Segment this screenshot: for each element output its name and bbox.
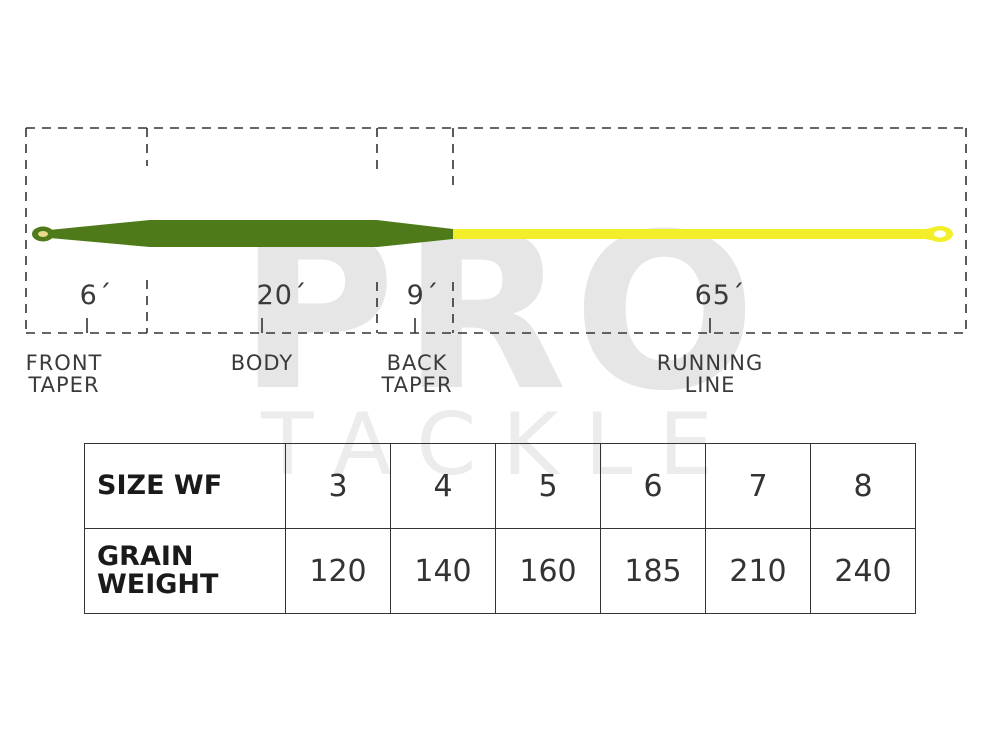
- table-cell: 160: [495, 528, 601, 614]
- label-back-taper: BACK TAPER: [381, 352, 452, 396]
- table-cell: 8: [810, 443, 916, 529]
- fly-line-taper-diagram: [25, 127, 967, 334]
- row-header-grain-line2: WEIGHT: [97, 569, 219, 600]
- table-cell: 6: [600, 443, 706, 529]
- table-cell: 140: [390, 528, 496, 614]
- line-spec-table: SIZE WF 3 4 5 6 7 8 GRAIN WEIGHT 120 140…: [84, 443, 916, 614]
- label-body-line1: BODY: [230, 351, 294, 375]
- row-header-grain-line1: GRAIN: [97, 541, 194, 572]
- table-cell: 3: [285, 443, 391, 529]
- table-row-grain: GRAIN WEIGHT 120 140 160 185 210 240: [84, 528, 916, 614]
- label-running-line-line1: RUNNING: [656, 351, 764, 375]
- label-running-line-line2: LINE: [684, 373, 736, 397]
- label-body: BODY: [231, 352, 293, 374]
- label-back-taper-line2: TAPER: [381, 373, 453, 397]
- row-header-grain: GRAIN WEIGHT: [84, 528, 286, 614]
- table-cell: 240: [810, 528, 916, 614]
- row-header-size: SIZE WF: [84, 443, 286, 529]
- label-front-taper-line1: FRONT: [25, 351, 103, 375]
- length-body: 20´: [256, 280, 308, 311]
- table-cell: 4: [390, 443, 496, 529]
- length-ticks: [86, 318, 711, 333]
- row-header-size-text: SIZE WF: [97, 470, 223, 501]
- length-back-taper: 9´: [406, 280, 440, 311]
- table-row-size: SIZE WF 3 4 5 6 7 8: [84, 443, 916, 529]
- segment-boxes: [25, 127, 967, 334]
- label-front-taper: FRONT TAPER: [26, 352, 103, 396]
- running-line: [452, 226, 953, 242]
- head-taper-shape: [44, 220, 453, 247]
- label-running-line: RUNNING LINE: [657, 352, 764, 396]
- label-front-taper-line2: TAPER: [28, 373, 100, 397]
- running-line-body: [452, 229, 938, 239]
- table-cell: 5: [495, 443, 601, 529]
- table-cell: 120: [285, 528, 391, 614]
- table-cell: 210: [705, 528, 811, 614]
- rear-loop-hole: [934, 230, 946, 238]
- table-cell: 185: [600, 528, 706, 614]
- head-section: [32, 220, 453, 247]
- length-running-line: 65´: [694, 280, 746, 311]
- front-loop-hole: [38, 231, 48, 237]
- table-cell: 7: [705, 443, 811, 529]
- label-back-taper-line1: BACK: [386, 351, 448, 375]
- length-front-taper: 6´: [79, 280, 113, 311]
